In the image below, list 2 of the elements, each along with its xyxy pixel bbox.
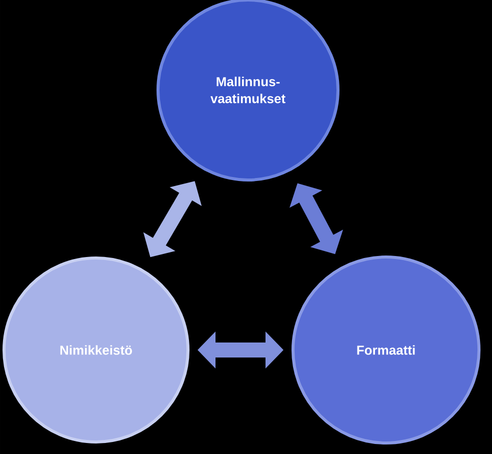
circle-node: Nimikkeistö <box>2 256 190 444</box>
circle-node: Formaatti <box>292 256 480 444</box>
